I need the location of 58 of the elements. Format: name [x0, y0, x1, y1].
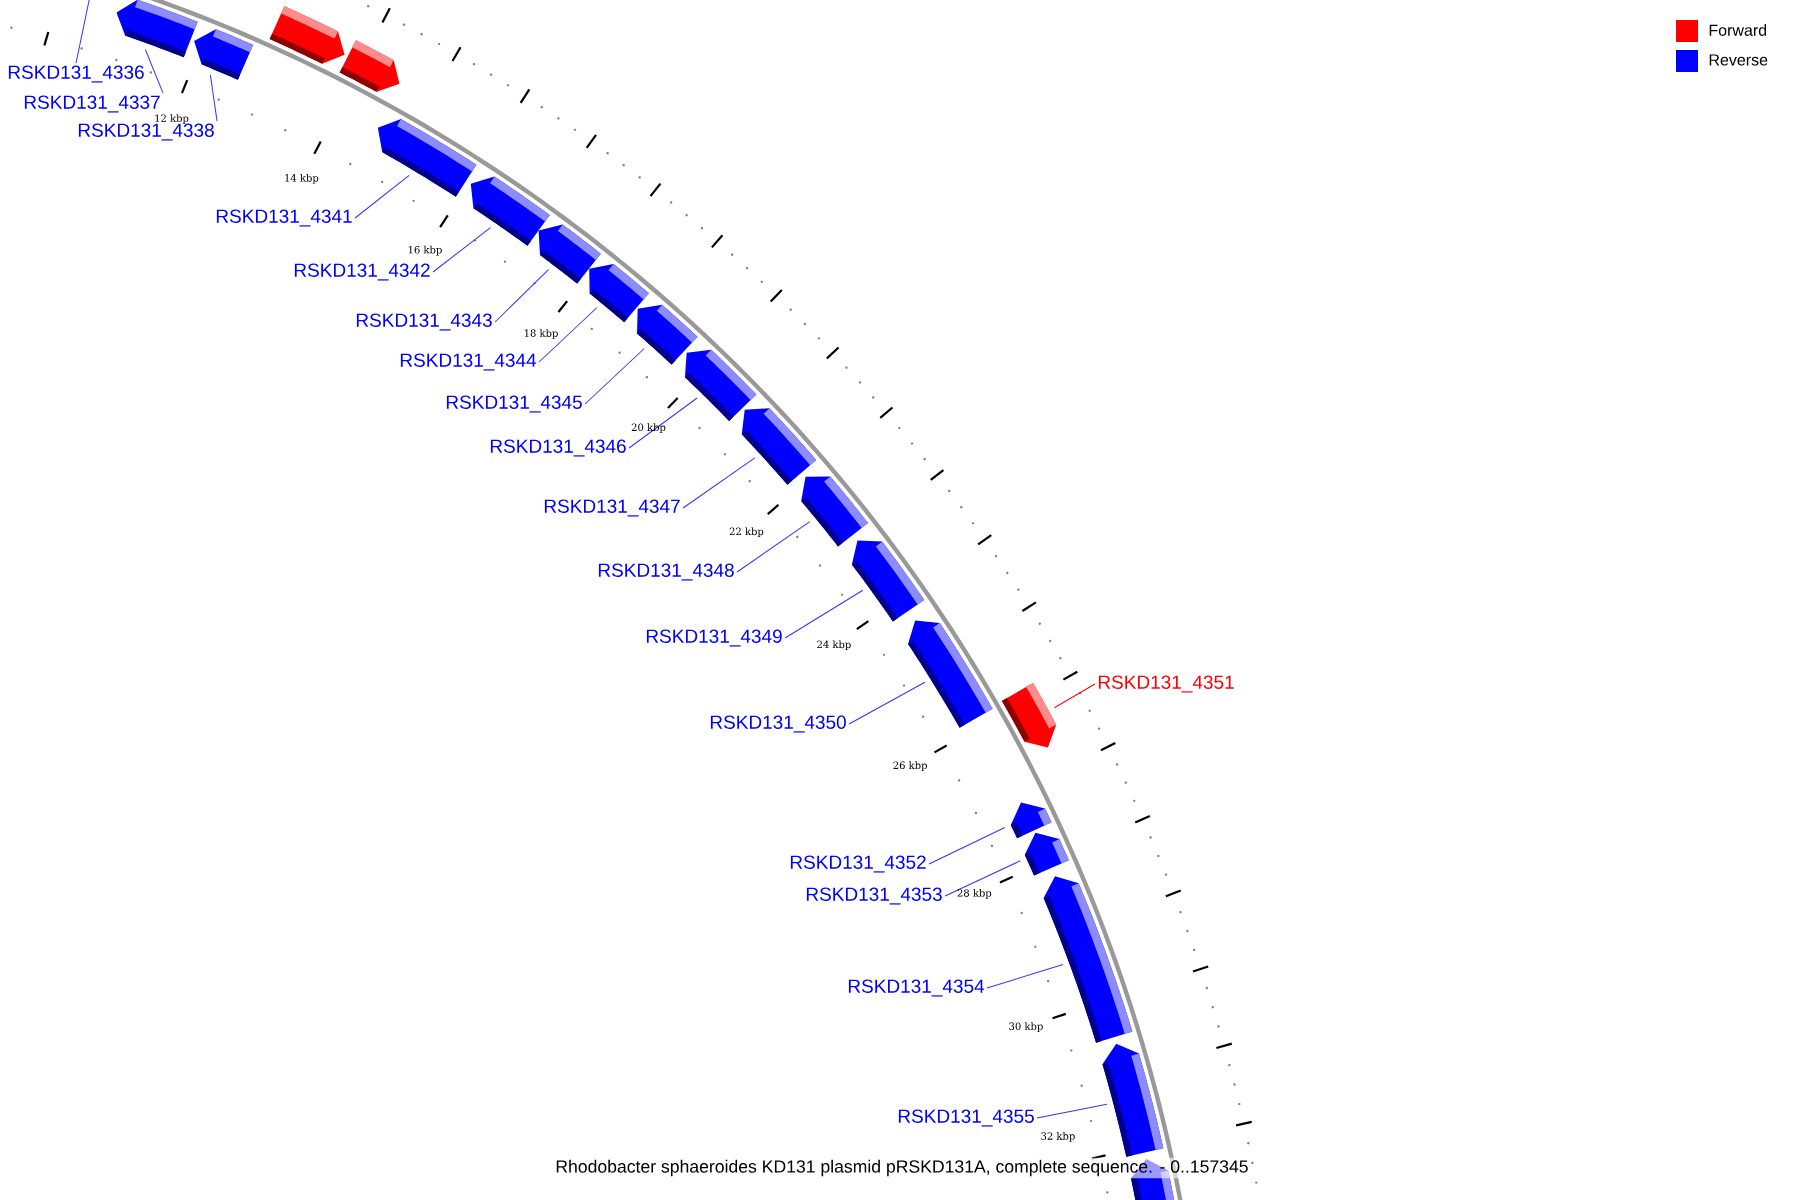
gene-block: [377, 119, 477, 197]
leader-line: [848, 681, 926, 725]
gene-label: RSKD131_4351: [1098, 675, 1234, 693]
gene-block: [908, 620, 993, 728]
gene-label: RSKD131_4352: [790, 855, 926, 873]
caption: Rhodobacter sphaeroides KD131 plasmid pRSKD131A, complete sequence. - 0..157345: [553, 1157, 1251, 1179]
gene-block: [851, 540, 925, 622]
legend-label: Reverse: [1709, 54, 1768, 66]
leader-line: [494, 269, 549, 323]
gene-label: RSKD131_4345: [446, 395, 582, 413]
gene-block: [1024, 832, 1069, 876]
gene-block: [269, 6, 345, 64]
gene-label: RSKD131_4343: [356, 313, 492, 331]
leader-line: [538, 307, 598, 363]
gene-block: [1010, 802, 1052, 839]
gene-label: RSKD131_4349: [646, 629, 782, 647]
leader-line: [584, 348, 645, 405]
gene-block: [1102, 1043, 1164, 1157]
gene-block: [589, 263, 649, 323]
leader-line: [1036, 1103, 1108, 1119]
leader-line: [986, 964, 1064, 989]
leader-line: [928, 826, 1006, 865]
gene-label: RSKD131_4353: [806, 887, 942, 905]
leader-line: [354, 174, 410, 219]
gene-block: [538, 224, 601, 284]
gene-label: RSKD131_4350: [710, 715, 846, 733]
gene-block: [1043, 876, 1133, 1043]
leader-line: [144, 48, 164, 94]
gene-block: [339, 40, 400, 92]
leader-line: [1053, 683, 1096, 709]
gene-block: [116, 0, 198, 58]
gene-label: RSKD131_4348: [598, 563, 734, 581]
gene-label: RSKD131_4347: [544, 499, 680, 517]
leader-line: [784, 589, 864, 639]
gene-block: [470, 176, 550, 246]
gene-label: RSKD131_4337: [24, 95, 160, 113]
gene-block: [684, 349, 757, 421]
gene-block: [637, 304, 698, 365]
gene-label: RSKD131_4346: [490, 439, 626, 457]
gene-block: [741, 408, 817, 485]
leader-line: [628, 397, 698, 449]
gene-block: [801, 476, 868, 547]
gene-label: RSKD131_4355: [898, 1109, 1034, 1127]
leader-line: [736, 521, 811, 573]
gene-label: RSKD131_4344: [400, 353, 537, 371]
gene-block: [1001, 682, 1057, 748]
legend-label: Forward: [1709, 24, 1767, 36]
gene-label: RSKD131_4342: [294, 263, 430, 281]
gene-label: RSKD131_4338: [78, 123, 214, 141]
leader-line: [682, 457, 756, 509]
gene-label: RSKD131_4341: [216, 209, 352, 227]
leader-line: [944, 860, 1021, 897]
gene-label: RSKD131_4354: [848, 979, 985, 997]
leader-line: [209, 74, 218, 122]
leader-line: [432, 227, 491, 273]
gene-block: [194, 29, 254, 80]
gene-label: RSKD131_4336: [8, 65, 144, 83]
leader-line: [75, 0, 91, 64]
